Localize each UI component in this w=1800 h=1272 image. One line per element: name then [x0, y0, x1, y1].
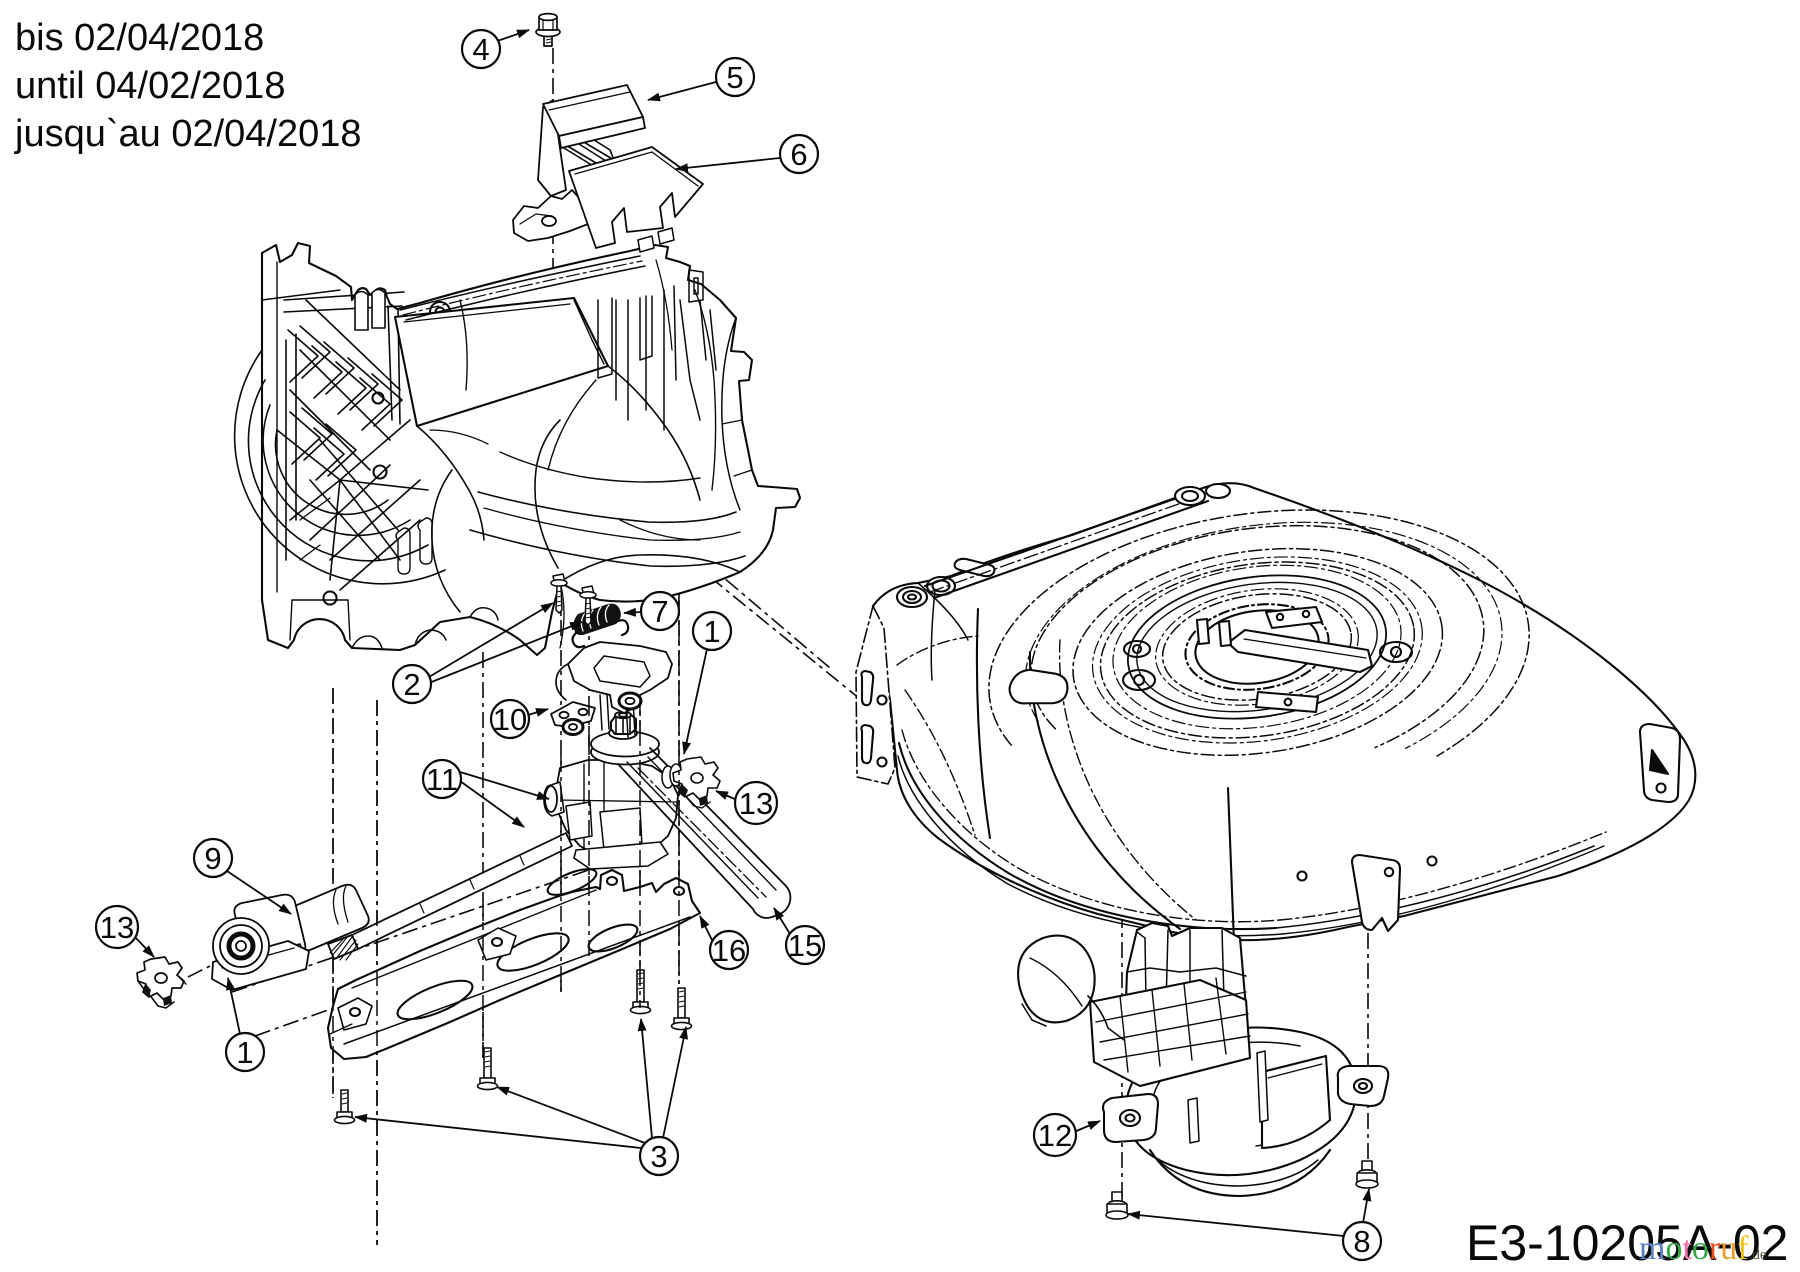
svg-text:4: 4: [472, 32, 489, 67]
svg-text:1: 1: [236, 1035, 253, 1070]
svg-text:bis 02/04/2018: bis 02/04/2018: [15, 17, 264, 59]
svg-text:1: 1: [703, 614, 720, 649]
svg-text:3: 3: [650, 1139, 667, 1174]
svg-text:12: 12: [1038, 1118, 1072, 1153]
svg-text:E3-10205A-02: E3-10205A-02: [1466, 1215, 1788, 1271]
svg-text:6: 6: [790, 137, 807, 172]
svg-text:7: 7: [651, 594, 668, 629]
svg-text:motoruf.de: motoruf.de: [1639, 1230, 1767, 1267]
svg-text:8: 8: [1353, 1224, 1370, 1259]
svg-text:until 04/02/2018: until 04/02/2018: [15, 65, 285, 107]
svg-text:5: 5: [726, 60, 743, 95]
svg-text:13: 13: [739, 786, 773, 821]
svg-text:jusqu`au 02/04/2018: jusqu`au 02/04/2018: [14, 113, 362, 155]
svg-text:11: 11: [426, 762, 458, 797]
svg-text:10: 10: [493, 702, 527, 737]
svg-text:9: 9: [204, 841, 221, 876]
svg-text:13: 13: [100, 910, 134, 945]
svg-text:2: 2: [403, 667, 420, 702]
svg-text:15: 15: [788, 928, 822, 963]
svg-text:16: 16: [712, 933, 746, 968]
